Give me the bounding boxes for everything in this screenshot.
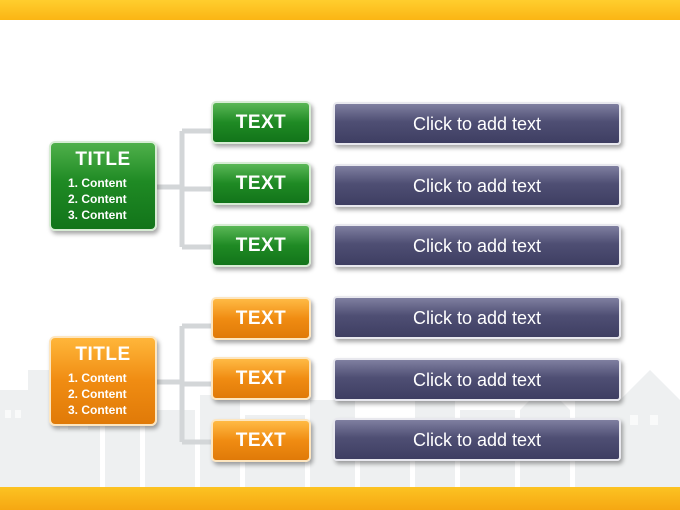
group-1-placeholder-1[interactable]: Click to add text (333, 102, 621, 145)
group-2-title: TITLE (75, 344, 131, 365)
group-1-title: TITLE (75, 149, 131, 170)
group-2-text-box-3[interactable]: TEXT (211, 419, 311, 462)
group-1-content-1: 1. Content (68, 176, 127, 190)
group-2-placeholder-3[interactable]: Click to add text (333, 418, 621, 461)
group-2-text-box-2[interactable]: TEXT (211, 357, 311, 400)
group-1-placeholder-3[interactable]: Click to add text (333, 224, 621, 267)
group-1-text-box-3[interactable]: TEXT (211, 224, 311, 267)
group-1-placeholder-2[interactable]: Click to add text (333, 164, 621, 207)
group-2-placeholder-1[interactable]: Click to add text (333, 296, 621, 339)
top-banner (0, 0, 680, 20)
group-1-content-3: 3. Content (68, 208, 127, 222)
group-1-text-box-2[interactable]: TEXT (211, 162, 311, 205)
bottom-banner (0, 487, 680, 510)
group-1-title-box[interactable]: TITLE 1. Content 2. Content 3. Content (49, 141, 157, 231)
group-1-text-box-1[interactable]: TEXT (211, 101, 311, 144)
group-1-content-2: 2. Content (68, 192, 127, 206)
group-2-content-1: 1. Content (68, 371, 127, 385)
group-2-title-box[interactable]: TITLE 1. Content 2. Content 3. Content (49, 336, 157, 426)
group-2-content-2: 2. Content (68, 387, 127, 401)
group-2-placeholder-2[interactable]: Click to add text (333, 358, 621, 401)
group-2-text-box-1[interactable]: TEXT (211, 297, 311, 340)
group-2-content-3: 3. Content (68, 403, 127, 417)
